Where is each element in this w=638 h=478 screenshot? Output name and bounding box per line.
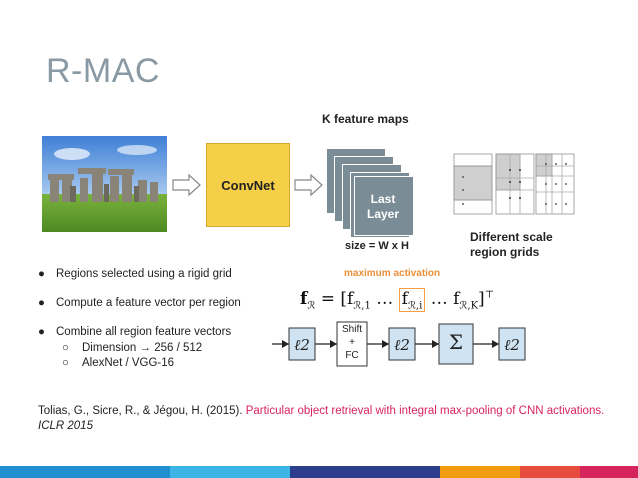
bar-segment — [520, 466, 580, 478]
stonehenge-photo — [42, 136, 167, 232]
arrow-icon — [294, 173, 323, 197]
bullet-text: Compute a feature vector per region — [56, 297, 241, 309]
shift-fc-line2: + — [349, 337, 355, 348]
pipeline-l2-2: ℓ2 — [394, 336, 410, 354]
feature-map-label: Last Layer — [354, 192, 412, 222]
feature-map-label-line1: Last — [370, 192, 396, 206]
pipeline-l2-1: ℓ2 — [294, 336, 310, 354]
pipeline-l2-3: ℓ2 — [504, 336, 520, 354]
bar-segment — [170, 466, 290, 478]
region-grids-label-line2: region grids — [470, 245, 540, 259]
bullet-item: ●Regions selected using a rigid grid — [38, 268, 232, 280]
convnet-box: ConvNet — [206, 143, 290, 227]
shift-fc-line3: FC — [345, 350, 359, 361]
region-grid-coarse — [453, 153, 493, 215]
size-label: size = W x H — [345, 240, 409, 252]
bar-segment — [290, 466, 440, 478]
citation-authors: Tolias, G., Sicre, R., & Jégou, H. (2015… — [38, 405, 246, 417]
sub-bullet-text: AlexNet / VGG-16 — [82, 357, 175, 369]
sub-bullet-item: ○Dimension → 256 / 512 — [62, 342, 203, 354]
max-activation-highlight: fℛ,i — [398, 288, 426, 313]
region-grids-label-line1: Different scale — [470, 230, 553, 244]
feature-maps-title: K feature maps — [322, 112, 409, 126]
pipeline-shift-fc: Shift + FC — [337, 323, 367, 362]
sub-bullet-item: ○AlexNet / VGG-16 — [62, 357, 175, 369]
feature-map-label-line2: Layer — [366, 207, 400, 221]
bar-segment — [0, 466, 170, 478]
bar-segment — [440, 466, 520, 478]
pipeline-arrowheads — [282, 340, 499, 348]
bullet-text: Combine all region feature vectors — [56, 326, 232, 338]
region-grids-label: Different scale region grids — [470, 230, 580, 260]
slide-title: R-MAC — [46, 52, 160, 90]
convnet-label: ConvNet — [221, 177, 275, 193]
feature-map-front — [354, 176, 414, 236]
region-grid-medium — [495, 153, 535, 215]
citation-link[interactable]: Particular object retrieval with integra… — [245, 405, 605, 417]
pipeline-sum: Σ — [448, 330, 464, 354]
bullet-item: ●Combine all region feature vectors — [38, 326, 232, 338]
citation-venue: ICLR 2015 — [38, 420, 93, 432]
shift-fc-line1: Shift — [341, 324, 362, 335]
bar-segment — [580, 466, 638, 478]
arrow-icon — [172, 173, 201, 197]
pipeline-diagram — [272, 321, 526, 367]
bullet-list: ●Regions selected using a rigid grid ●Co… — [38, 268, 298, 378]
citation: Tolias, G., Sicre, R., & Jégou, H. (2015… — [38, 404, 628, 434]
max-activation-label: maximum activation — [344, 268, 441, 279]
bullet-text: Regions selected using a rigid grid — [56, 268, 232, 280]
rmac-formula: fℛ = [fℛ,1 … fℛ,i … fℛ,K]⊤ — [300, 288, 495, 313]
bottom-color-bar — [0, 466, 638, 478]
bullet-item: ●Compute a feature vector per region — [38, 297, 241, 309]
region-grids — [453, 153, 575, 215]
sub-bullet-text: Dimension → 256 / 512 — [82, 342, 203, 354]
region-grid-fine — [535, 153, 575, 215]
